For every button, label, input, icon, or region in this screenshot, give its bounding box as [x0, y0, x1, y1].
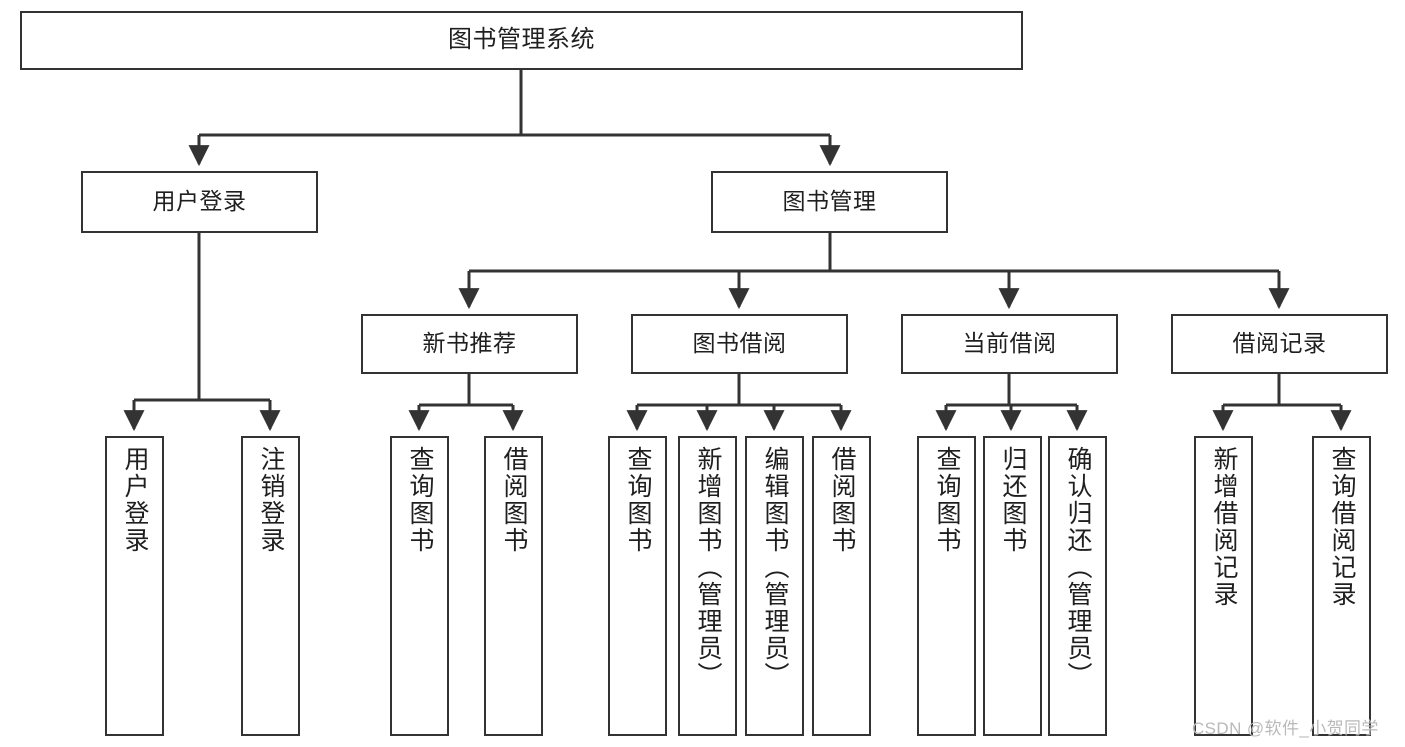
node-label: 新书推荐 — [422, 330, 517, 357]
node-label: 用户登录 — [152, 188, 247, 215]
leaf-add-book-admin[interactable]: 新增图书（管理员） — [678, 436, 737, 736]
csdn-watermark: CSDN @软件_小贺同学 — [1192, 719, 1379, 738]
node-label: 查询借阅记录 — [1328, 446, 1356, 608]
node-current-borrow[interactable]: 当前借阅 — [901, 314, 1118, 374]
node-label: 新增图书（管理员） — [694, 446, 722, 689]
leaf-borrow-book-recommend[interactable]: 借阅图书 — [484, 436, 543, 736]
node-label: 用户登录 — [121, 446, 149, 554]
leaf-borrow-book[interactable]: 借阅图书 — [812, 436, 871, 736]
node-label: 归还图书 — [999, 446, 1027, 554]
node-label: 查询图书 — [624, 446, 652, 554]
node-label: 借阅图书 — [828, 446, 856, 554]
node-label: 新增借阅记录 — [1210, 446, 1238, 608]
leaf-query-borrow-record[interactable]: 查询借阅记录 — [1312, 436, 1371, 736]
node-label: 图书管理系统 — [448, 26, 595, 54]
node-label: 借阅图书 — [500, 446, 528, 554]
node-book-borrow[interactable]: 图书借阅 — [631, 314, 848, 374]
node-label: 确认归还（管理员） — [1064, 446, 1092, 689]
node-label: 当前借阅 — [962, 330, 1057, 357]
node-label: 注销登录 — [257, 446, 285, 554]
node-borrow-record[interactable]: 借阅记录 — [1171, 314, 1388, 374]
leaf-query-book-borrow[interactable]: 查询图书 — [608, 436, 667, 736]
leaf-return-book[interactable]: 归还图书 — [983, 436, 1042, 736]
leaf-confirm-return-admin[interactable]: 确认归还（管理员） — [1048, 436, 1107, 736]
node-label: 图书管理 — [782, 188, 877, 215]
leaf-logout[interactable]: 注销登录 — [241, 436, 300, 736]
leaf-user-login[interactable]: 用户登录 — [105, 436, 164, 736]
node-label: 编辑图书（管理员） — [761, 446, 789, 689]
node-label: 借阅记录 — [1232, 330, 1327, 357]
leaf-edit-book-admin[interactable]: 编辑图书（管理员） — [745, 436, 804, 736]
node-user-login[interactable]: 用户登录 — [81, 171, 318, 233]
node-label: 查询图书 — [406, 446, 434, 554]
node-label: 查询图书 — [933, 446, 961, 554]
node-root-book-management-system[interactable]: 图书管理系统 — [20, 11, 1023, 70]
leaf-query-book-recommend[interactable]: 查询图书 — [390, 436, 449, 736]
node-new-book-recommend[interactable]: 新书推荐 — [361, 314, 578, 374]
node-label: 图书借阅 — [692, 330, 787, 357]
leaf-query-book-current[interactable]: 查询图书 — [917, 436, 976, 736]
leaf-add-borrow-record[interactable]: 新增借阅记录 — [1194, 436, 1253, 736]
node-book-management[interactable]: 图书管理 — [711, 171, 948, 233]
